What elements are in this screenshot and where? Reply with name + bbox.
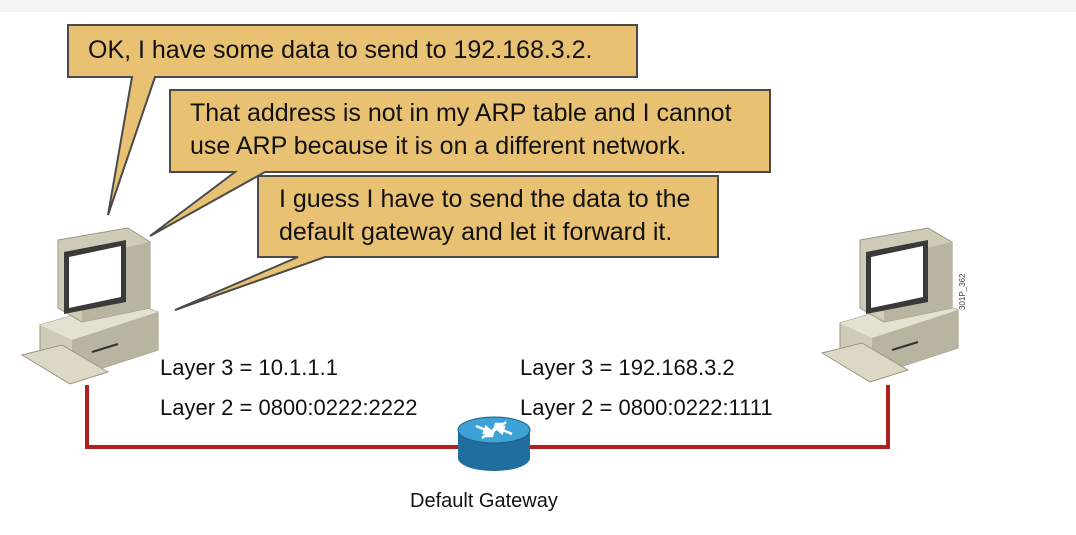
router-icon xyxy=(457,416,531,471)
bubble-3-text: I guess I have to send the data to the d… xyxy=(279,185,691,246)
speech-bubble-2 xyxy=(149,89,771,237)
bubble-2-text: That address is not in my ARP table and … xyxy=(190,99,732,160)
left-layer3-label: Layer 3 = 10.1.1.1 xyxy=(160,355,338,380)
left-computer-icon xyxy=(20,227,159,385)
speech-bubble-3 xyxy=(174,175,719,311)
speech-bubble-1 xyxy=(67,24,638,216)
bubble-1-text: OK, I have some data to send to 192.168.… xyxy=(88,36,593,64)
right-computer-icon xyxy=(820,227,959,383)
right-layer3-label: Layer 3 = 192.168.3.2 xyxy=(520,355,735,380)
left-layer2-label: Layer 2 = 0800:0222:2222 xyxy=(160,395,418,420)
figure-id: 301P_362 xyxy=(958,273,967,310)
top-band xyxy=(0,0,1076,12)
router-label: Default Gateway xyxy=(410,490,558,512)
right-layer2-label: Layer 2 = 0800:0222:1111 xyxy=(520,395,773,420)
